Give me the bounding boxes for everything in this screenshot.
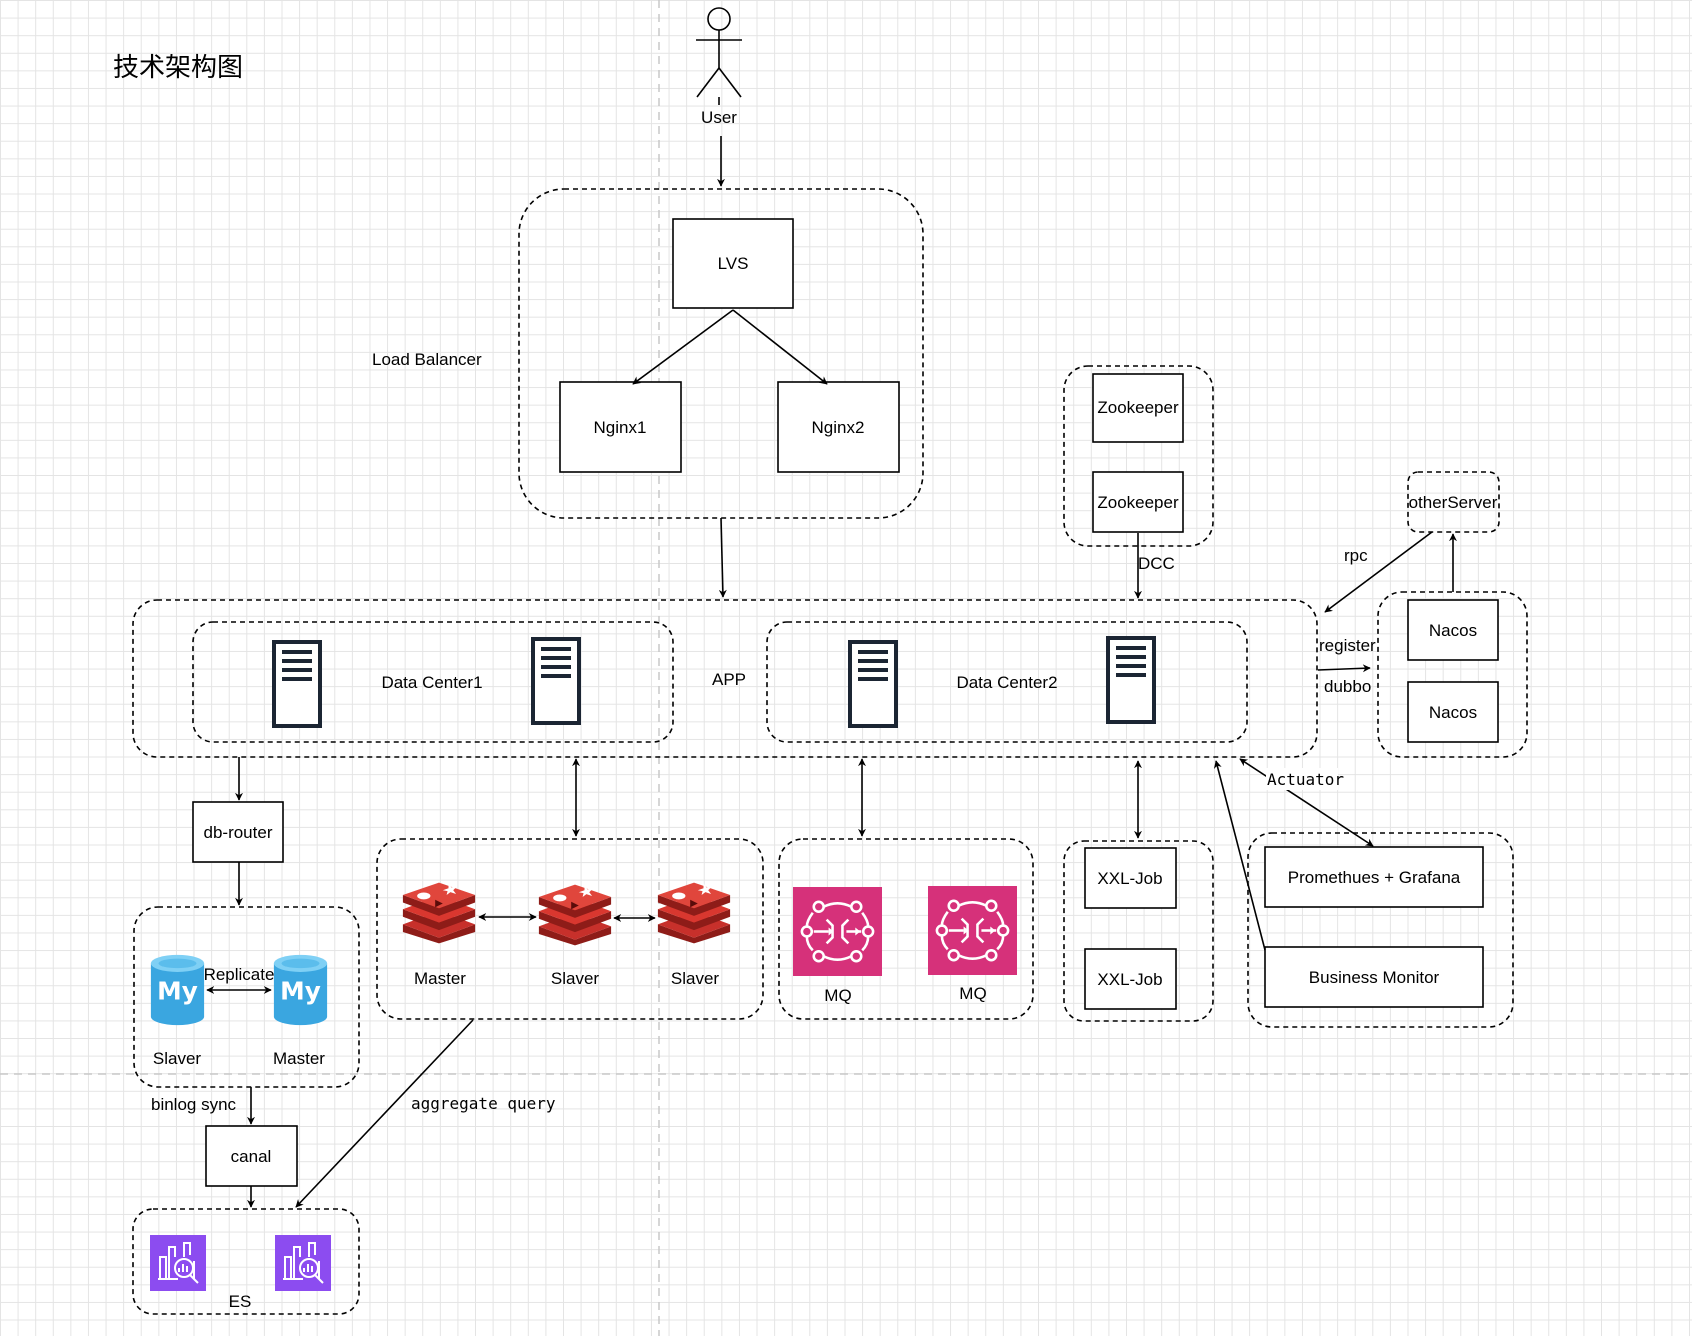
- xxl-job-node-1[interactable]: [1084, 847, 1177, 909]
- user-label: User: [701, 108, 737, 127]
- es-icon: [275, 1235, 331, 1291]
- actuator-label: Actuator: [1267, 770, 1344, 789]
- load-balancer-group: [518, 188, 924, 519]
- nacos-1-label: Nacos: [1429, 621, 1477, 640]
- mysql-group: [133, 906, 360, 1088]
- other-server-label: otherServer: [1409, 493, 1498, 512]
- nacos-node-1[interactable]: [1407, 599, 1499, 661]
- edge-app-to-nacos: [1317, 664, 1371, 673]
- mq-group: [778, 838, 1034, 1020]
- binlog-sync-label: binlog sync: [151, 1095, 237, 1114]
- dcc-label: DCC: [1138, 554, 1175, 573]
- es-group: [132, 1208, 360, 1315]
- redis-slaver-2-label: Slaver: [671, 969, 720, 988]
- server-icon: [848, 640, 898, 728]
- nacos-2-label: Nacos: [1429, 703, 1477, 722]
- es-label: ES: [229, 1292, 252, 1311]
- mq-2-icon: [928, 886, 1017, 975]
- edge-lvs-to-nginx2: [732, 309, 828, 385]
- edge-app-prometheus: [1239, 758, 1374, 847]
- diagram-title: 技术架构图: [113, 53, 243, 83]
- edge-otherserver-to-app: [1324, 531, 1433, 613]
- redis-master-icon: [402, 882, 476, 944]
- xxl-job-group: [1063, 840, 1214, 1022]
- app-group: [132, 599, 1318, 758]
- zookeeper-2-label: Zookeeper: [1097, 493, 1179, 512]
- redis-group: [376, 838, 764, 1020]
- db-router-node[interactable]: [192, 801, 284, 863]
- nginx1-label: Nginx1: [594, 418, 647, 437]
- monitoring-group: [1247, 832, 1514, 1028]
- redis-slaver-1-label: Slaver: [551, 969, 600, 988]
- redis-slaver-2-icon: [657, 882, 731, 944]
- business-monitor-label: Business Monitor: [1309, 968, 1440, 987]
- mysql-master-label: Master: [273, 1049, 325, 1068]
- nginx2-label: Nginx2: [812, 418, 865, 437]
- lvs-node[interactable]: [672, 218, 794, 309]
- nacos-node-2[interactable]: [1407, 681, 1499, 743]
- edge-redis-to-es: [295, 1019, 474, 1208]
- replicate-label: Replicate: [204, 965, 275, 984]
- load-balancer-label: Load Balancer: [372, 350, 482, 369]
- mysql-master-icon: [273, 954, 328, 1026]
- data-center-1-label: Data Center1: [381, 673, 482, 692]
- nginx2-node[interactable]: [777, 381, 900, 473]
- server-icon: [272, 640, 322, 728]
- zookeeper-node-2[interactable]: [1092, 471, 1184, 533]
- xxl-job-1-label: XXL-Job: [1097, 869, 1162, 888]
- mq-2-label: MQ: [959, 984, 986, 1003]
- edge-lb-to-app: [718, 517, 727, 598]
- nginx1-node[interactable]: [559, 381, 682, 473]
- redis-master-label: Master: [414, 969, 466, 988]
- rpc-label: rpc: [1344, 546, 1368, 565]
- dubbo-label: dubbo: [1324, 677, 1371, 696]
- edge-bizmonitor-to-app: [1213, 760, 1266, 951]
- mysql-slaver-label: Slaver: [153, 1049, 202, 1068]
- lvs-label: LVS: [718, 254, 749, 273]
- data-center-2-label: Data Center2: [956, 673, 1057, 692]
- mq-1-icon: [793, 887, 882, 976]
- server-icon: [1106, 636, 1156, 724]
- xxl-job-node-2[interactable]: [1084, 948, 1177, 1010]
- data-center-1-group: [192, 621, 674, 743]
- zookeeper-1-label: Zookeeper: [1097, 398, 1179, 417]
- prometheus-grafana-label: Promethues + Grafana: [1288, 868, 1461, 887]
- mysql-slaver-icon: [150, 954, 205, 1026]
- user-icon: [696, 7, 742, 105]
- register-label: register: [1319, 636, 1376, 655]
- redis-slaver-1-icon: [538, 884, 612, 946]
- data-center-2-group: [766, 621, 1248, 743]
- es-icon: [150, 1235, 206, 1291]
- server-icon: [531, 637, 581, 725]
- nacos-group: [1377, 591, 1528, 758]
- xxl-job-2-label: XXL-Job: [1097, 970, 1162, 989]
- prometheus-grafana-node[interactable]: [1264, 846, 1484, 908]
- app-label: APP: [712, 670, 746, 689]
- db-router-label: db-router: [204, 823, 273, 842]
- zookeeper-node-1[interactable]: [1092, 373, 1184, 443]
- actuator-label-bg: [1266, 768, 1338, 790]
- mq-1-label: MQ: [824, 986, 851, 1005]
- edge-lvs-to-nginx1: [632, 309, 734, 385]
- business-monitor-node[interactable]: [1264, 946, 1484, 1008]
- aggregate-query-label: aggregate query: [411, 1094, 556, 1113]
- canal-label: canal: [231, 1147, 272, 1166]
